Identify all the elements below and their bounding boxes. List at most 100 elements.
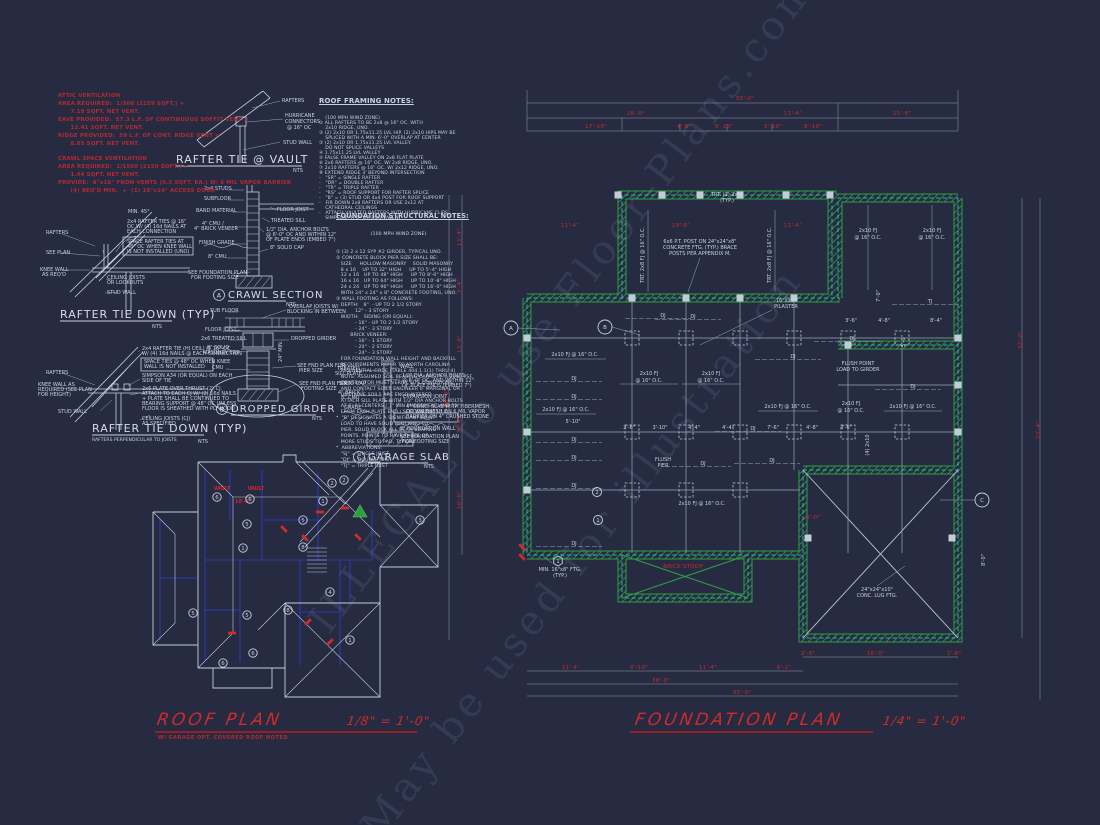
foundation-note: 4'-8" xyxy=(806,425,818,431)
note-line: PROVIDE: 8"x16" FNDN VENTS (0.5 SQFT. EA… xyxy=(58,180,292,186)
detail-label: STUD WALL xyxy=(58,409,87,415)
detail-callout: C xyxy=(980,498,984,504)
detail-label: @ 16" OC xyxy=(287,125,312,131)
detail-label: OR LOOKOUTS xyxy=(107,280,143,286)
joist-tag: DJ xyxy=(571,394,576,400)
note-line: - "RS" = ROOF SUPPORT FOR RAFTER SPLICE xyxy=(319,191,430,196)
note-line: ⑤ FALSE FRAME VALLEY ON 2x8 FLAT PLATE xyxy=(319,156,424,161)
post xyxy=(954,428,962,436)
dimension-text: 8'-0" xyxy=(806,515,820,521)
detail-subtitle: RAFTERS PERPENDICULAR TO JOISTS xyxy=(92,437,177,443)
foundation-note: (TYP.) xyxy=(720,198,734,204)
detail-label: PIER SIZE xyxy=(299,368,323,374)
foundation-note: 3'-6" xyxy=(623,425,635,431)
note-line: * ABBREVIATIONS: xyxy=(336,446,383,452)
foundation-note: TRT. 2x8 FJ @ 16" O.C. xyxy=(640,227,646,284)
roof-plan-note: W/ GARAGE OPT. COVERED ROOF NOTED xyxy=(158,735,288,741)
roof-keynote-circle: 5 xyxy=(301,518,305,524)
detail-callout: B xyxy=(603,325,607,331)
note-line: 16 x 16 UP TO 64" HIGH UP TO 10'-8" HIGH xyxy=(336,279,456,285)
detail-label: 2x6 PLATE OVER THRUST (2) CJ. xyxy=(142,386,223,392)
detail-label: CONNECTORS xyxy=(285,119,320,125)
pier xyxy=(624,482,640,498)
note-line: DO NOT SPLICE VALLEYS xyxy=(319,146,385,151)
roof-keynote-circle: 8 xyxy=(301,545,305,551)
note-line: (4) REQ'D MIN. + (1) 18"x24" ACCESS DOOR xyxy=(58,188,216,194)
roof-framing-notes-title: ROOF FRAMING NOTES: xyxy=(319,97,414,105)
post xyxy=(826,191,834,199)
roof-support-mark xyxy=(304,618,312,626)
detail-label: SPACE TIES @ 48" OC WHEN KNEE xyxy=(144,359,230,365)
foundation-note: @ 16" O.C. xyxy=(837,408,865,414)
note-line: POINTS. POINTS TO HAVE THREE OR xyxy=(336,434,429,440)
detail-label: SOLID CAP xyxy=(339,381,366,387)
detail-label: 2x4 STUDS xyxy=(204,186,232,192)
detail-label: SEE PLAN xyxy=(46,250,70,256)
foundation-plan-title-block: FOUNDATION PLAN 1/4" = 1'-0" xyxy=(633,710,967,730)
detail-label: FLOOR JOIST xyxy=(205,327,237,333)
detail-label: STUD WALL xyxy=(107,290,136,296)
footing-callout: 1 xyxy=(556,559,560,565)
foundation-plan-drawing: 55'-0"28'-0"11'-4"15'-8"17'-10"4'-8"5'-1… xyxy=(444,90,1042,700)
roof-plan-title: ROOF PLAN xyxy=(155,710,284,730)
roof-keynote-circle: 1 xyxy=(241,546,245,552)
foundation-note: @ 16" O.C. xyxy=(697,378,725,384)
green-triangle-marker xyxy=(352,504,368,518)
dimension-text: 32'-0" xyxy=(1018,331,1024,349)
foundation-note: 2x10 FJ xyxy=(842,401,860,407)
dimension-text: 5'-10" xyxy=(764,124,782,130)
post xyxy=(614,191,622,199)
dimension-text: 13'-4" xyxy=(457,228,463,246)
detail-label: MASONRY CAP xyxy=(203,350,239,356)
detail-title: CRAWL SECTION xyxy=(228,290,324,301)
foundation-walls xyxy=(527,195,958,638)
roof-support-mark xyxy=(326,638,334,646)
dimension-text: 8'-10" xyxy=(630,665,648,671)
detail-title: RAFTER TIE @ VAULT xyxy=(176,153,308,166)
dimension-text: 38'-0" xyxy=(444,389,450,407)
foundation-note: 2x10 FJ xyxy=(640,371,658,377)
detail-label: FOOTING SIZE xyxy=(301,386,337,392)
detail-label: RAFTERS xyxy=(46,230,68,236)
detail-marker: B xyxy=(220,406,224,414)
dimension-text: 6'-2" xyxy=(777,665,791,671)
red-tick xyxy=(518,543,526,551)
note-line: CRAWL SPACE VENTILATION xyxy=(58,156,147,162)
note-line: 1.44 SQFT. NET VENT. xyxy=(58,172,140,178)
foundation-note: 2x10 FJ @ 16" O.C. xyxy=(889,404,937,410)
pier xyxy=(786,330,802,346)
detail-label: GRADE xyxy=(344,405,362,411)
detail-rafter-tie-down-2: RAFTER TIE DOWN (TYP) RAFTERS PERPENDICU… xyxy=(38,346,246,445)
detail-label: SIDE OF TIE xyxy=(142,378,171,384)
detail-label: 4" CONC. SLAB WITH FIBERMESH xyxy=(406,404,489,410)
detail-title: RAFTER TIE DOWN (TYP) xyxy=(60,308,215,321)
detail-label: OF PLATE ENDS (EMBED 7") xyxy=(402,383,472,389)
pier xyxy=(624,330,640,346)
post xyxy=(844,341,852,349)
post xyxy=(696,191,704,199)
joist-tag: DJ xyxy=(790,354,795,360)
roof-keynote-circle: 5 xyxy=(191,611,195,617)
detail-label: CEILING JOISTS xyxy=(107,275,145,281)
note-line: SIZE HOLLOW MASONRY SOLID MASONRY xyxy=(336,261,454,267)
post xyxy=(954,381,962,389)
roof-keynote-circle: 2 xyxy=(330,481,334,487)
note-line: - 16" - 1 STORY xyxy=(336,338,393,344)
note-line: 12" - 3 STORY xyxy=(336,309,389,315)
dimension-text: 23'-4" xyxy=(1036,421,1042,439)
dimension-text: 17'-10" xyxy=(585,124,607,130)
joist-tag: DJ xyxy=(571,483,576,489)
foundation-note: @ 16" O.C. xyxy=(918,235,946,241)
foundation-note: 8'-0" xyxy=(981,554,987,566)
joist-tag: TJ xyxy=(927,299,933,305)
foundation-note: 2x10 FJ @ 16" O.C. xyxy=(678,501,726,507)
pier xyxy=(840,424,856,440)
note-line: - "TR" = TRIPLE RAFTER xyxy=(319,186,380,191)
pier xyxy=(732,330,748,346)
roof-support-mark xyxy=(354,533,362,541)
note-line: NOTE: ASSUMED SOIL BEARING CAPACITY = 20… xyxy=(336,374,474,380)
detail-label: TREATED xyxy=(336,366,360,372)
detail-label: EXPANSION JOINT xyxy=(403,394,448,400)
